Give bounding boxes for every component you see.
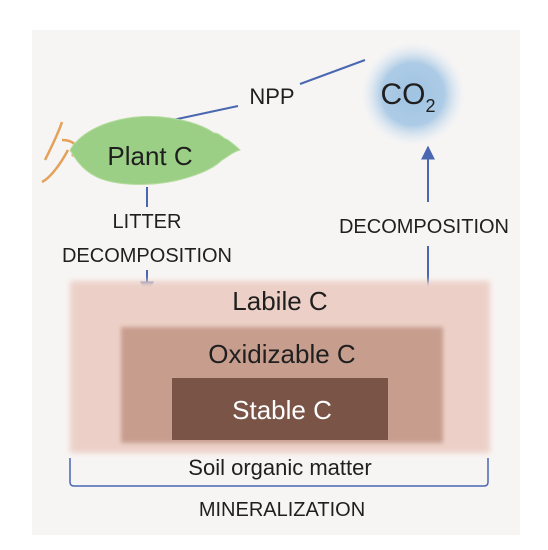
co2-circle xyxy=(361,42,465,146)
co2-label: CO2 xyxy=(380,78,435,116)
stable-label: Stable C xyxy=(232,395,332,425)
decomposition-edge: DECOMPOSITION xyxy=(339,145,509,292)
stable-pool xyxy=(172,378,388,440)
co2-node: CO2 xyxy=(361,42,465,146)
litter-label-line2: DECOMPOSITION xyxy=(62,245,232,267)
decomposition-label: DECOMPOSITION xyxy=(339,216,509,238)
npp-arrow-line-upper xyxy=(299,59,366,85)
leaf-icon xyxy=(69,115,241,185)
litter-edge: LITTER DECOMPOSITION xyxy=(62,187,232,296)
labile-label: Labile C xyxy=(232,286,327,316)
plant-node: Plant C xyxy=(41,115,241,185)
soil-pools: Labile C Oxidizable C Stable C xyxy=(70,281,490,453)
oxidizable-label: Oxidizable C xyxy=(208,339,355,369)
mineralization-bracket: MINERALIZATION xyxy=(69,458,489,521)
plant-label: Plant C xyxy=(107,141,192,171)
npp-label: NPP xyxy=(249,84,294,109)
litter-label-line1: LITTER xyxy=(113,211,182,233)
soil-organic-matter-label: Soil organic matter xyxy=(188,455,371,480)
mineralization-label: MINERALIZATION xyxy=(199,499,365,521)
co2-subscript: 2 xyxy=(425,96,435,116)
bracket-icon xyxy=(69,458,489,487)
